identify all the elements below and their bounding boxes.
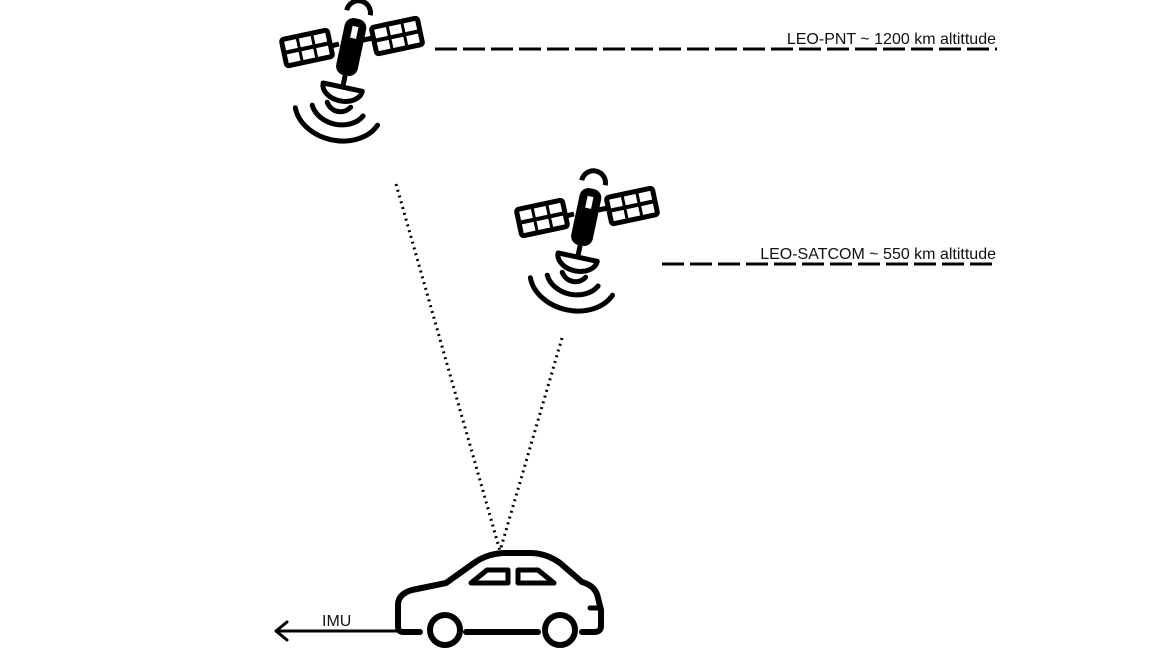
leo-pnt-altitude-label: LEO-PNT ~ 1200 km altittude [787, 31, 996, 48]
leo-pnt-satellite-icon [278, 0, 426, 149]
leo-satcom-signal-path [498, 337, 564, 552]
leo-pnt-signal-path [394, 183, 502, 552]
leo-satcom-altitude-label: LEO-SATCOM ~ 550 km altittude [760, 246, 996, 263]
car-icon [395, 550, 604, 648]
leo-satcom-satellite-icon [513, 162, 661, 318]
imu-label: IMU [322, 613, 351, 630]
imu-arrow-left-icon [274, 620, 398, 642]
